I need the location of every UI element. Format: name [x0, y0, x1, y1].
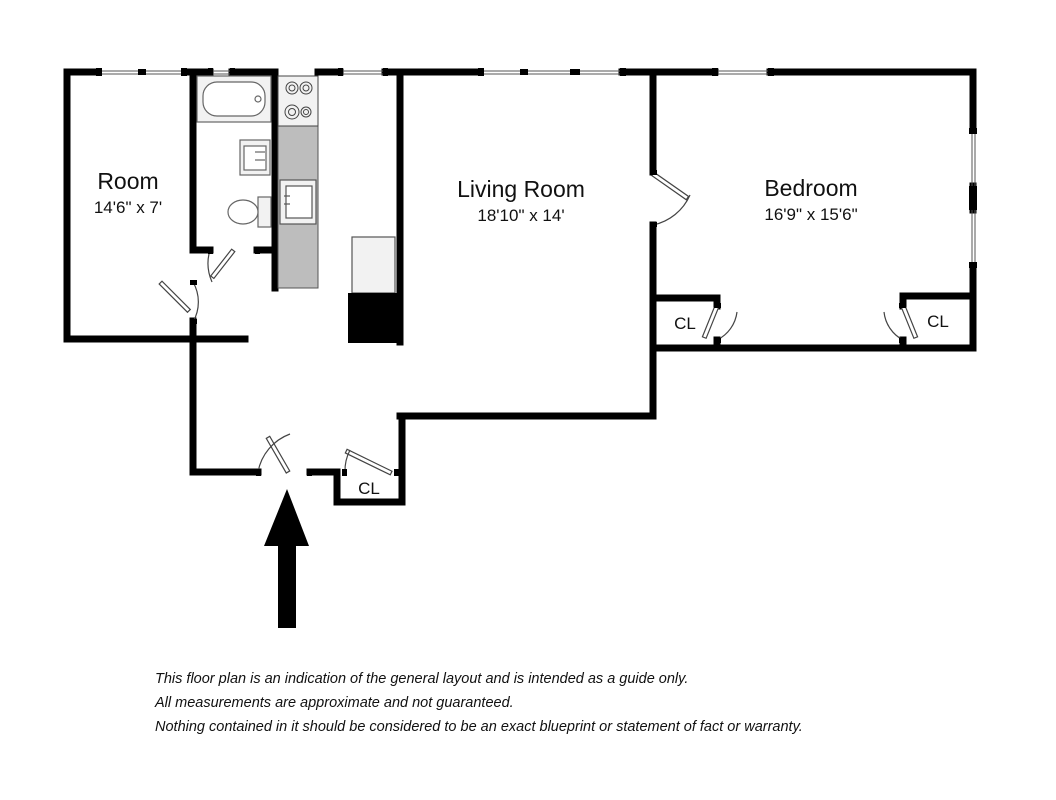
door-jambs — [190, 170, 906, 476]
closet1-door — [701, 304, 738, 341]
stove — [277, 75, 319, 127]
living-room-name: Living Room — [457, 176, 585, 202]
room-door — [158, 280, 199, 323]
room-labels: Room 14'6" x 7' Living Room 18'10" x 14'… — [94, 168, 949, 498]
closet-label-entry: CL — [358, 479, 380, 498]
walls — [63, 68, 977, 506]
room-name: Room — [97, 168, 158, 194]
bedroom-name: Bedroom — [764, 175, 857, 201]
bathtub — [196, 75, 272, 123]
bath-door — [207, 248, 236, 283]
closet2-door — [883, 304, 919, 341]
kitchen-column — [348, 293, 400, 343]
kitchen-sink — [279, 179, 317, 225]
closet-label-bedroom-left: CL — [674, 314, 696, 333]
bathroom-fixtures — [196, 75, 272, 228]
living-room-dims: 18'10" x 14' — [477, 206, 564, 225]
front-door — [257, 433, 291, 474]
disclaimer: This floor plan is an indication of the … — [155, 667, 1035, 739]
toilet — [227, 196, 272, 228]
entry-closet-door — [344, 448, 393, 476]
refrigerator — [351, 236, 396, 294]
doors — [158, 171, 919, 476]
entry-arrow-icon — [264, 489, 309, 628]
room-dims: 14'6" x 7' — [94, 198, 162, 217]
bath-sink — [239, 139, 271, 176]
kitchen-fixtures — [277, 75, 400, 343]
disclaimer-line-1: This floor plan is an indication of the … — [155, 671, 689, 687]
disclaimer-line-3: Nothing contained in it should be consid… — [155, 719, 803, 735]
disclaimer-line-2: All measurements are approximate and not… — [155, 695, 514, 711]
bedroom-door — [651, 171, 691, 226]
bedroom-dims: 16'9" x 15'6" — [764, 205, 857, 224]
window-mullions — [96, 68, 977, 268]
closet-label-bedroom-right: CL — [927, 312, 949, 331]
